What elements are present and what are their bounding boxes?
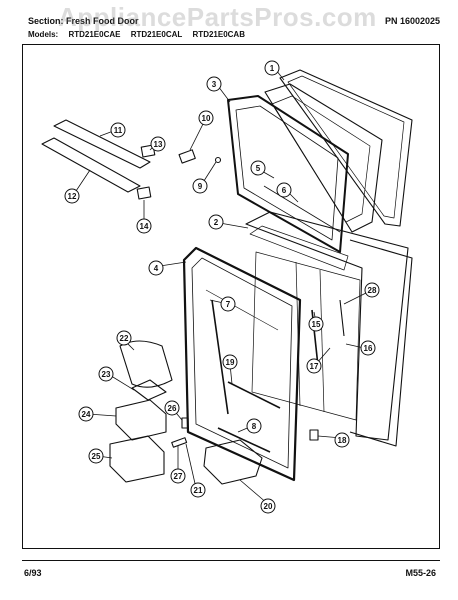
- callout-24: 24: [82, 410, 91, 419]
- model-2: RTD21E0CAL: [130, 30, 183, 39]
- callout-6: 6: [282, 186, 287, 195]
- callout-2: 2: [214, 218, 219, 227]
- models-label: Models:: [28, 30, 59, 39]
- trim-strip-11: [53, 119, 151, 169]
- part-number: PN 16002025: [384, 16, 440, 26]
- footer-rule: [22, 560, 440, 561]
- trim-strip-12: [41, 137, 141, 193]
- model-1: RTD21E0CAE: [68, 30, 121, 39]
- upper-door-liner: [264, 83, 383, 233]
- callout-17: 17: [310, 362, 319, 371]
- model-3: RTD21E0CAB: [192, 30, 245, 39]
- clip-27: [171, 437, 188, 448]
- models-line: Models: RTD21E0CAE RTD21E0CAL RTD21E0CAB: [28, 29, 253, 40]
- strip-7: [211, 299, 229, 415]
- callout-9: 9: [198, 182, 203, 191]
- callout-26: 26: [168, 404, 177, 413]
- callout-13: 13: [154, 140, 163, 149]
- diagram-frame: [22, 44, 440, 549]
- screw-9: [214, 156, 222, 164]
- callout-11: 11: [114, 126, 123, 135]
- callout-4: 4: [154, 264, 159, 273]
- callout-16: 16: [364, 344, 373, 353]
- callout-28: 28: [368, 286, 377, 295]
- footer-page: M55-26: [405, 568, 436, 578]
- door-bin-24: [115, 399, 167, 441]
- callout-23: 23: [102, 370, 111, 379]
- callout-22: 22: [120, 334, 129, 343]
- callout-7: 7: [226, 300, 231, 309]
- stop-18: [309, 429, 319, 441]
- callout-15: 15: [312, 320, 321, 329]
- lower-outer-door: [349, 239, 413, 447]
- callout-20: 20: [264, 502, 273, 511]
- callout-3: 3: [212, 80, 217, 89]
- callout-27: 27: [174, 472, 183, 481]
- upper-outer-door: [279, 69, 413, 227]
- strip-28: [339, 299, 345, 337]
- watermark: AppliancePartsPros.com: [58, 2, 377, 32]
- strip-19: [227, 381, 281, 409]
- callout-12: 12: [68, 192, 77, 201]
- footer-date: 6/93: [24, 568, 42, 578]
- door-bin-25: [109, 435, 165, 483]
- callout-25: 25: [92, 452, 101, 461]
- dairy-door-22: [119, 340, 173, 388]
- upper-gasket: [227, 95, 349, 253]
- lower-door-gasket: [182, 246, 302, 482]
- clip-26: [181, 417, 189, 429]
- callout-21: 21: [194, 486, 203, 495]
- callout-8: 8: [252, 422, 257, 431]
- section-title: Section: Fresh Food Door: [28, 16, 139, 26]
- callout-10: 10: [202, 114, 211, 123]
- strip-8: [217, 427, 271, 453]
- dairy-shelf-23: [131, 379, 167, 401]
- callout-5: 5: [256, 164, 261, 173]
- callout-1: 1: [270, 64, 275, 73]
- egg-tray-20: [203, 439, 263, 485]
- callout-19: 19: [226, 358, 235, 367]
- hinge-10: [178, 149, 196, 164]
- callout-14: 14: [140, 222, 149, 231]
- lower-door-liner: [245, 211, 409, 441]
- end-cap-14: [136, 186, 152, 200]
- callout-18: 18: [338, 436, 347, 445]
